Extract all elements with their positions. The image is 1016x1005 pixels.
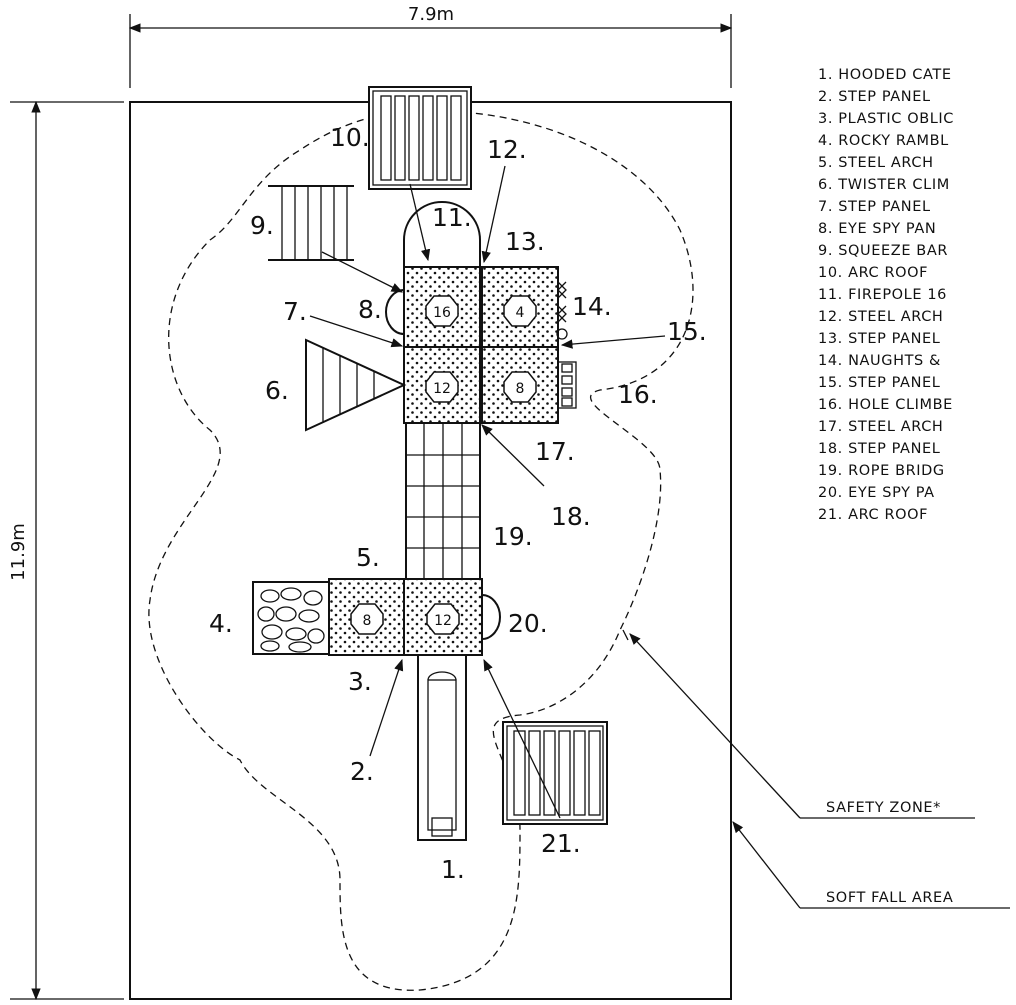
callout-12: 12.	[487, 135, 527, 164]
callout-20: 20.	[508, 609, 548, 638]
callout-16: 16.	[618, 380, 658, 409]
height-label: 11.9m	[8, 523, 29, 581]
height-dimension: 11.9m	[8, 100, 124, 1001]
deck-number: 4	[516, 305, 525, 321]
callout-9: 9.	[250, 211, 274, 240]
callout-5: 5.	[356, 543, 380, 572]
twister-climber	[305, 338, 407, 432]
deck-number: 12	[433, 381, 451, 397]
legend-item: 13. STEP PANEL	[818, 331, 940, 347]
callout-8: 8.	[358, 295, 382, 324]
legend-item: 4. ROCKY RAMBL	[818, 133, 949, 149]
callout-21: 21.	[541, 829, 581, 858]
squeeze-bars	[268, 184, 354, 262]
deck-12-upper: 12	[403, 346, 481, 424]
legend-item: 18. STEP PANEL	[818, 441, 940, 457]
width-label: 7.9m	[408, 4, 454, 25]
deck-8-upper: 8	[481, 346, 559, 424]
width-dimension: 7.9m	[128, 4, 733, 88]
legend-item: 3. PLASTIC OBLIC	[818, 111, 954, 127]
deck-16: 16	[403, 266, 481, 348]
callout-14: 14.	[572, 292, 612, 321]
callout-1: 1.	[441, 855, 465, 884]
rocky-rambler	[252, 581, 330, 655]
legend-item: 8. EYE SPY PAN	[818, 221, 936, 237]
legend-item: 19. ROPE BRIDG	[818, 463, 945, 479]
legend-item: 11. FIREPOLE 16	[818, 287, 947, 303]
hole-climber	[557, 361, 577, 409]
legend-item: 7. STEP PANEL	[818, 199, 931, 215]
deck-number: 8	[516, 381, 525, 397]
legend-item: 17. STEEL ARCH	[818, 419, 943, 435]
deck-12-lower: 12	[403, 578, 483, 656]
naughts-crosses-panel	[556, 281, 568, 340]
deck-number: 12	[434, 613, 452, 629]
soft-fall-area	[129, 101, 732, 1000]
leader-lines	[309, 165, 1010, 909]
callout-19: 19.	[493, 522, 533, 551]
deck-number: 16	[433, 305, 451, 321]
legend: 1. HOODED CATE 2. STEP PANEL 3. PLASTIC …	[818, 67, 954, 523]
callout-15: 15.	[667, 317, 707, 346]
callout-4: 4.	[209, 609, 233, 638]
deck-number: 8	[363, 613, 372, 629]
legend-item: 1. HOODED CATE	[818, 67, 952, 83]
rope-bridge	[405, 422, 481, 580]
legend-item: 16. HOLE CLIMBE	[818, 397, 953, 413]
callout-18: 18.	[551, 502, 591, 531]
callout-7: 7.	[283, 297, 307, 326]
legend-item: 9. SQUEEZE BAR	[818, 243, 948, 259]
safety-zone-label: SAFETY ZONE*	[826, 800, 941, 816]
hooded-slide	[417, 655, 467, 841]
eye-spy-panel-lower	[481, 593, 501, 641]
callout-3: 3.	[348, 667, 372, 696]
callout-2: 2.	[350, 757, 374, 786]
legend-item: 6. TWISTER CLIM	[818, 177, 950, 193]
firepole-arch	[403, 201, 481, 267]
legend-item: 14. NAUGHTS &	[818, 353, 941, 369]
callout-6: 6.	[265, 376, 289, 405]
eye-spy-panel-upper	[385, 288, 405, 336]
callout-13: 13.	[505, 227, 545, 256]
callout-labels: 1. 2. 3. 4. 5. 6. 7. 8. 9. 10. 11. 12. 1…	[209, 123, 707, 884]
callout-10: 10.	[330, 123, 370, 152]
soft-fall-area-label: SOFT FALL AREA	[826, 890, 953, 906]
deck-8-lower: 8	[328, 578, 405, 656]
legend-item: 5. STEEL ARCH	[818, 155, 934, 171]
callout-11: 11.	[432, 203, 472, 232]
deck-4: 4	[481, 266, 559, 348]
legend-item: 2. STEP PANEL	[818, 89, 931, 105]
legend-item: 21. ARC ROOF	[818, 507, 928, 523]
legend-item: 15. STEP PANEL	[818, 375, 940, 391]
legend-item: 20. EYE SPY PA	[818, 485, 935, 501]
safety-zone-outline	[148, 110, 694, 991]
legend-item: 10. ARC ROOF	[818, 265, 928, 281]
callout-17: 17.	[535, 437, 575, 466]
legend-item: 12. STEEL ARCH	[818, 309, 943, 325]
arc-roof-top	[368, 86, 472, 190]
